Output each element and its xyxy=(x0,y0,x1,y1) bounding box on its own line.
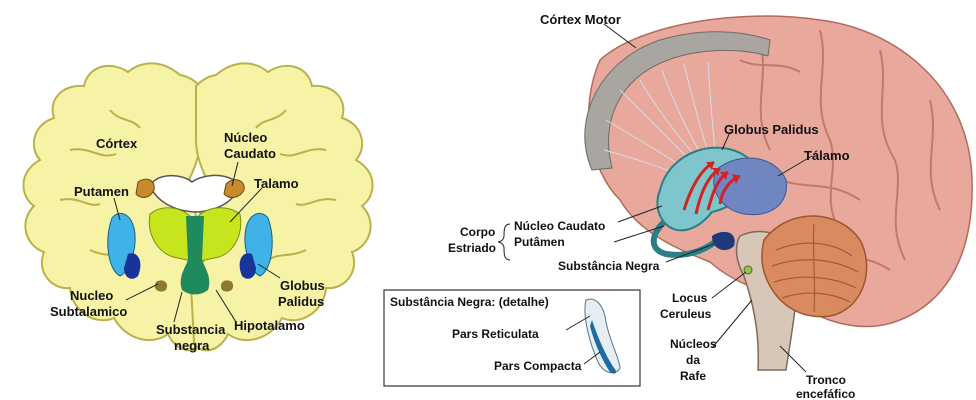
label-nucleo-caudato-sagittal: Núcleo Caudato xyxy=(514,219,605,233)
label-pars-compacta: Pars Compacta xyxy=(494,359,582,373)
label-putamen: Putamen xyxy=(74,184,129,199)
label-locus-2: Ceruleus xyxy=(660,307,712,321)
label-talamo-sagittal: Tálamo xyxy=(804,148,850,163)
coronal-section: Córtex Núcleo Caudato Talamo Putamen Glo… xyxy=(23,63,372,353)
label-tronco-1: Tronco xyxy=(806,373,846,387)
label-cortex: Córtex xyxy=(96,136,138,151)
label-nucleos-3: Rafe xyxy=(680,369,706,383)
label-corpo: Corpo xyxy=(460,225,495,239)
label-globus-1: Globus xyxy=(280,278,325,293)
label-globus-2: Palidus xyxy=(278,294,324,309)
label-substancia-2: negra xyxy=(174,338,210,353)
label-estriado: Estriado xyxy=(448,241,496,255)
label-talamo: Talamo xyxy=(254,176,299,191)
label-nucleo-caudato-1: Núcleo xyxy=(224,130,267,145)
label-nucleo-caudato-2: Caudato xyxy=(224,146,276,161)
label-substancia-negra: Substância Negra xyxy=(558,259,660,273)
label-nucleos-1: Núcleos xyxy=(670,337,717,351)
label-globus-palidus: Globus Palidus xyxy=(724,122,819,137)
detail-box-title: Substância Negra: (detalhe) xyxy=(390,295,549,309)
label-putamen-sagittal: Putâmen xyxy=(514,235,565,249)
substantia-right xyxy=(221,280,233,291)
label-hipotalamo: Hipotalamo xyxy=(234,318,305,333)
corpo-estriado-brace xyxy=(498,224,510,260)
label-tronco-2: encefáfico xyxy=(796,387,855,400)
substantia-left xyxy=(155,280,167,291)
label-pars-reticulata: Pars Reticulata xyxy=(452,327,539,341)
label-subtalamico-1: Nucleo xyxy=(70,288,113,303)
detail-box: Substância Negra: (detalhe) Pars Reticul… xyxy=(384,290,640,386)
label-substancia-1: Substancia xyxy=(156,322,226,337)
label-nucleos-2: da xyxy=(686,353,700,367)
label-cortex-motor: Córtex Motor xyxy=(540,12,621,27)
label-locus-1: Locus xyxy=(672,291,708,305)
label-subtalamico-2: Subtalamico xyxy=(50,304,127,319)
